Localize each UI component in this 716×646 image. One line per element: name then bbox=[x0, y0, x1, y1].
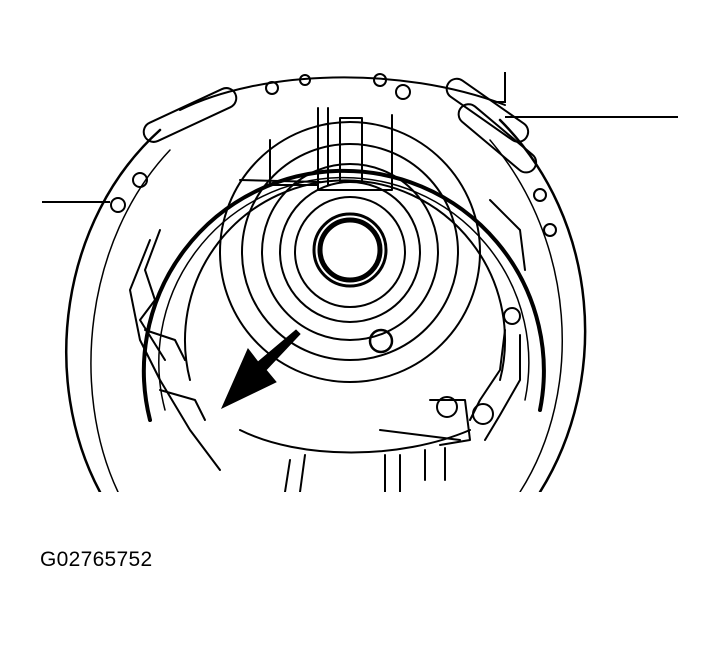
bottom-lugs bbox=[239, 429, 471, 492]
leader-lines bbox=[42, 72, 678, 203]
top-tab bbox=[239, 107, 393, 191]
arrow-pointer-icon bbox=[220, 329, 301, 410]
center-hub bbox=[312, 212, 388, 288]
right-bracket bbox=[379, 199, 526, 446]
concentric-rings bbox=[184, 121, 506, 383]
housing-slots bbox=[142, 77, 538, 174]
locating-pin bbox=[368, 328, 394, 354]
left-bracket bbox=[129, 229, 221, 471]
housing-outline bbox=[65, 73, 587, 492]
housing-holes bbox=[110, 73, 557, 237]
figure-code: G02765752 bbox=[40, 548, 153, 571]
